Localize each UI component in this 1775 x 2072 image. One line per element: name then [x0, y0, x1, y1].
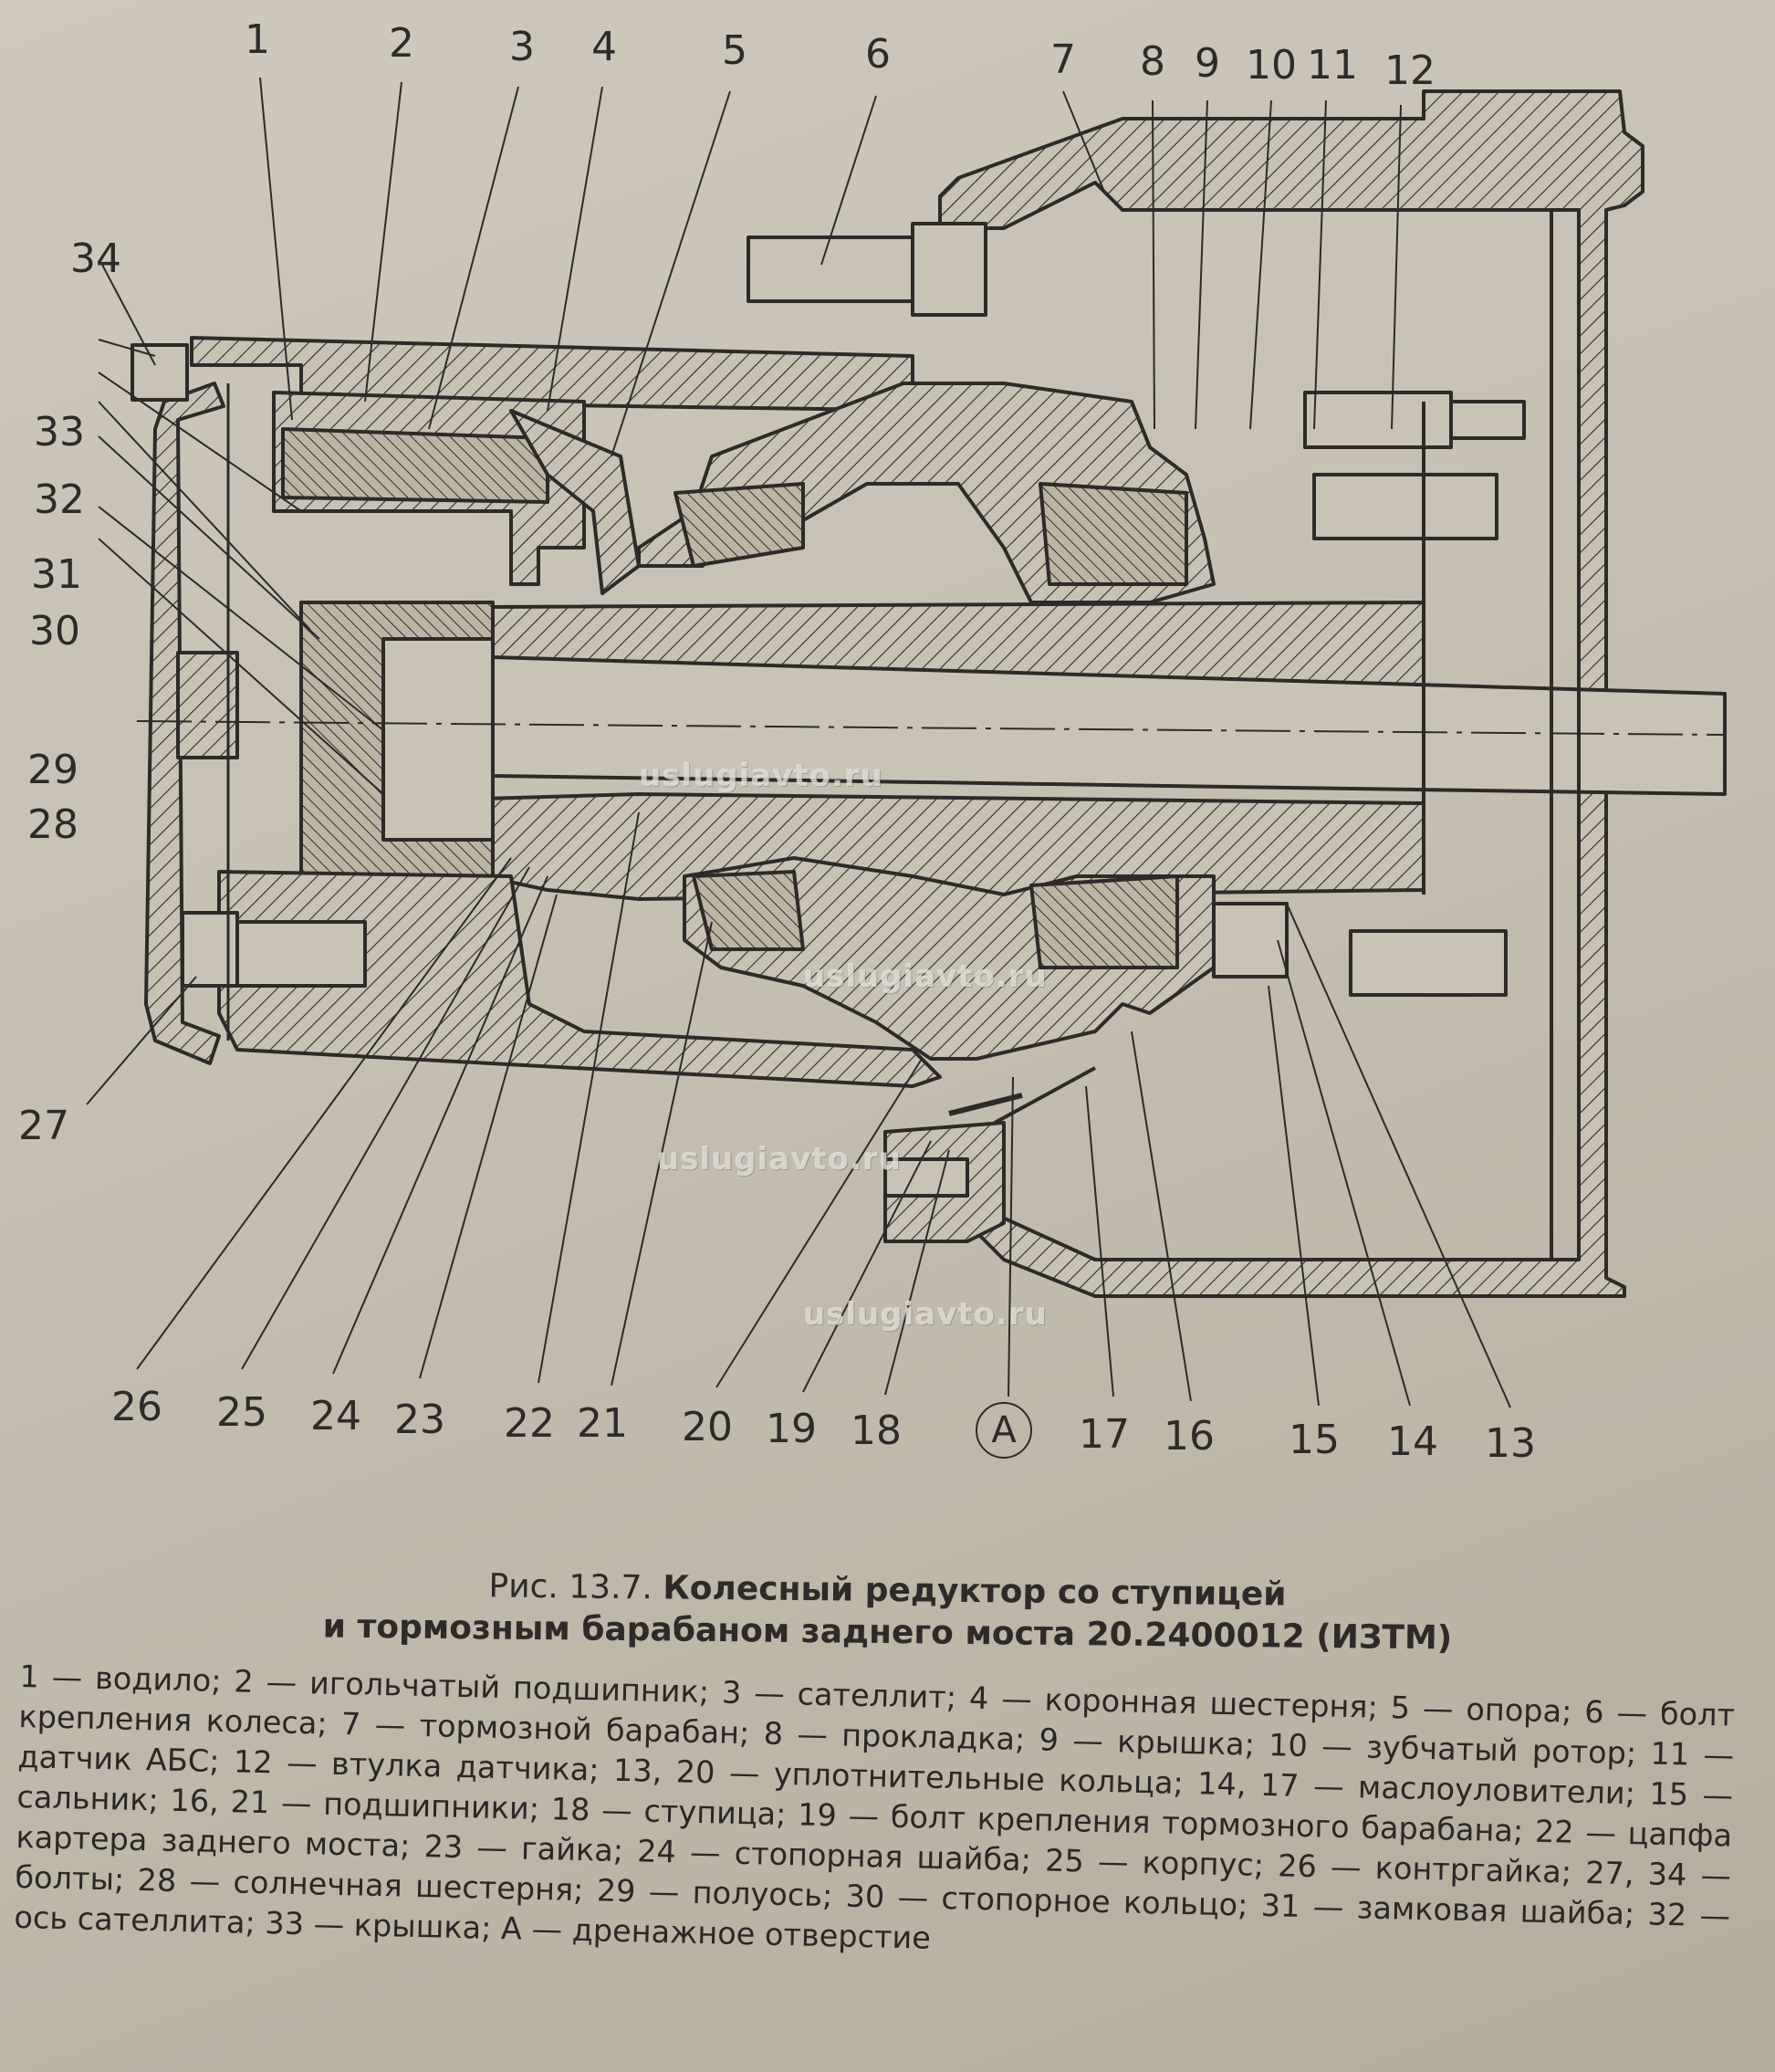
figure-number: Рис. 13.7. [488, 1567, 653, 1607]
support-5 [509, 409, 641, 595]
callout-10: 10 [1246, 42, 1297, 89]
callout-5: 5 [722, 27, 747, 74]
sun-gear-inner [381, 637, 495, 842]
cover-boss [176, 651, 239, 759]
bearing-right-upper [1039, 482, 1188, 586]
wheel-bolt-6-head [911, 222, 987, 317]
figure-title-line2: и тормозным барабаном заднего моста 20.2… [322, 1607, 1453, 1658]
cross-section-drawing: 1 2 3 4 5 6 7 8 9 10 11 12 34 33 32 31 3… [18, 16, 1727, 1467]
watermark: uslugiavto.ru [657, 1141, 902, 1177]
callout-21: 21 [577, 1400, 628, 1447]
oil-catcher-line [994, 1066, 1096, 1125]
figure-title-line1: Колесный редуктор со ступицей [663, 1569, 1287, 1614]
callout-16: 16 [1164, 1413, 1215, 1460]
callout-25: 25 [216, 1389, 267, 1436]
callout-2: 2 [389, 20, 414, 67]
leader-lines [86, 77, 1511, 1408]
callout-24: 24 [310, 1393, 361, 1439]
callout-11: 11 [1307, 42, 1358, 89]
wheel-reducer-section-svg [86, 77, 1727, 1408]
planet-gear [281, 427, 549, 504]
callout-23: 23 [394, 1397, 445, 1443]
bearing-left-upper [673, 482, 805, 568]
callout-6: 6 [865, 31, 891, 78]
center-axis-line [136, 720, 1726, 736]
watermark: uslugiavto.ru [803, 958, 1048, 995]
half-shaft [491, 655, 1727, 796]
callout-18: 18 [851, 1407, 902, 1454]
callout-30: 30 [29, 608, 80, 654]
drum-bolt-19 [883, 1157, 969, 1198]
bearing-left-lower [692, 870, 805, 951]
bolt-34 [131, 343, 189, 402]
callout-13: 13 [1485, 1420, 1536, 1467]
callout-1: 1 [245, 16, 270, 63]
callout-22: 22 [504, 1400, 555, 1447]
callout-32: 32 [34, 476, 85, 523]
callout-31: 31 [31, 551, 82, 598]
end-cover [144, 382, 225, 1065]
bolt-right-lower [1349, 929, 1508, 997]
callout-8: 8 [1140, 38, 1165, 85]
callout-15: 15 [1289, 1417, 1340, 1463]
watermark: uslugiavto.ru [803, 1296, 1048, 1333]
callout-9: 9 [1195, 40, 1220, 87]
callout-27: 27 [18, 1103, 69, 1149]
callout-4: 4 [591, 24, 617, 70]
callout-3: 3 [509, 24, 535, 70]
wheel-bolt-6 [747, 235, 914, 303]
callout-28: 28 [27, 801, 78, 848]
callout-7: 7 [1050, 37, 1076, 83]
callout-19: 19 [766, 1406, 817, 1452]
callout-14: 14 [1387, 1418, 1438, 1465]
sensor-bushing-12 [1449, 400, 1526, 440]
callout-33: 33 [34, 409, 85, 455]
bolt-right-upper [1312, 473, 1498, 540]
callout-12: 12 [1384, 47, 1436, 94]
oil-catcher-17 [948, 1093, 1023, 1116]
abs-sensor-11 [1303, 391, 1453, 449]
callout-a-drain-hole: A [976, 1402, 1032, 1459]
watermark: uslugiavto.ru [639, 758, 883, 794]
bearing-right-lower [1029, 874, 1179, 969]
figure-legend: 1 — водило; 2 — игольчатый подшипник; 3 … [14, 1658, 1736, 1956]
callout-26: 26 [111, 1384, 162, 1430]
callout-20: 20 [682, 1404, 733, 1450]
callout-17: 17 [1079, 1411, 1130, 1458]
seal-15 [1212, 902, 1289, 978]
brake-drum [938, 89, 1644, 1298]
callout-29: 29 [27, 747, 78, 793]
callout-34: 34 [70, 235, 121, 282]
